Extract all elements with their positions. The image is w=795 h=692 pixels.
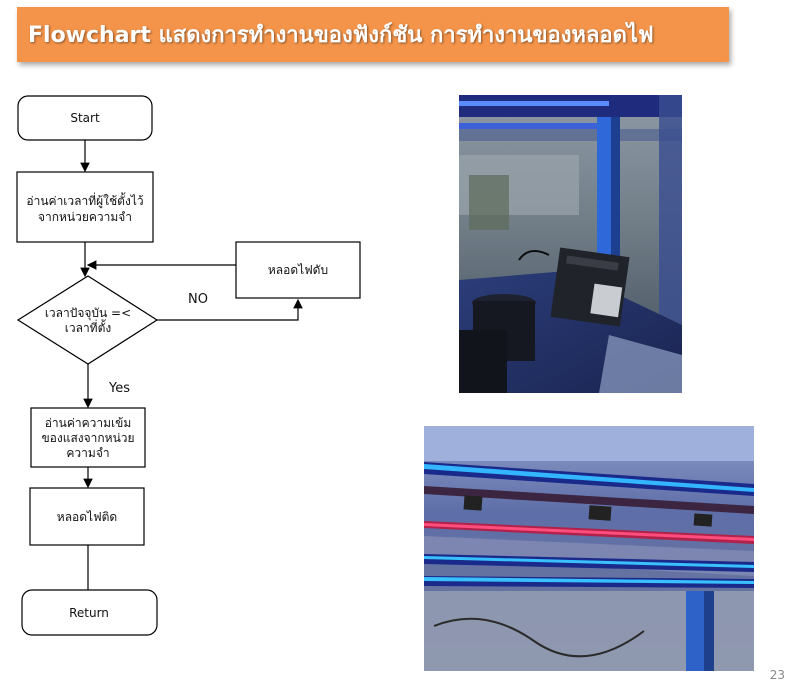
edge-no-branch: [155, 298, 303, 321]
decision-line2: เวลาที่ตั้ง: [65, 319, 112, 335]
no-label: NO: [188, 292, 208, 307]
return-label: Return: [69, 606, 109, 620]
read-time-line2: จากหน่วยความจำ: [38, 210, 132, 224]
light-off-node: [235, 241, 361, 299]
decision-line1: เวลาปัจจุบัน =<: [45, 306, 131, 321]
read-light-line3: ความจำ: [66, 446, 109, 460]
read-light-node: [30, 407, 146, 468]
page-number: 23: [769, 668, 785, 682]
start-node: [17, 95, 153, 141]
light-on-label: หลอดไฟติด: [57, 510, 117, 524]
read-light-line1: อ่านค่าความเข้ม: [45, 416, 132, 430]
read-time-line1: อ่านค่าเวลาที่ผู้ใช้ตั้งไว้: [26, 192, 143, 209]
yes-label: Yes: [108, 381, 130, 396]
read-light-line2: ของแสงจากหน่วย: [41, 431, 134, 445]
photo-led-strips: [424, 426, 754, 671]
light-on-node: [29, 487, 145, 546]
title-banner: Flowchart แสดงการทำงานของฟังก์ชัน การทำง…: [17, 7, 729, 62]
slide-title: Flowchart แสดงการทำงานของฟังก์ชัน การทำง…: [28, 23, 654, 48]
read-time-node: [16, 171, 154, 243]
start-label: Start: [70, 111, 100, 125]
decision-node: [16, 275, 159, 365]
light-off-label: หลอดไฟดับ: [268, 263, 328, 277]
photo-sensor-enclosure: [459, 95, 682, 393]
flowchart-connectors: [80, 140, 303, 590]
return-node: [21, 589, 158, 636]
